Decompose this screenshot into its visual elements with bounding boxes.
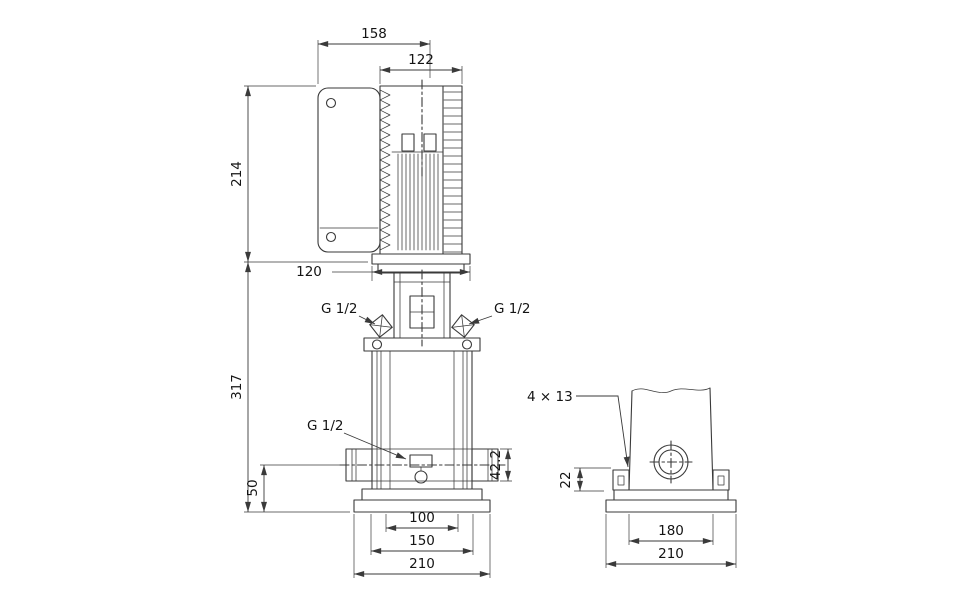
side-base [605, 489, 737, 513]
dim-42-label: 42.2 [488, 450, 504, 480]
holes-leader [576, 395, 630, 468]
side-base-plate [605, 499, 737, 513]
dim-210-main-label: 210 [409, 556, 435, 572]
motor-stool [371, 253, 471, 347]
motor-flange-plate [371, 253, 471, 265]
side-base-block [613, 489, 729, 501]
dim-317-label: 317 [229, 374, 245, 400]
base-plate [353, 499, 491, 513]
pump-cylinder [371, 350, 473, 490]
gauge-port-right [451, 314, 475, 338]
gauge-right-leader [468, 315, 493, 325]
dim-210-side-label: 210 [658, 546, 684, 562]
motor-body [379, 79, 463, 255]
front-view [317, 79, 506, 513]
side-view [605, 387, 737, 513]
gauge-plug-left [369, 314, 393, 338]
staybolts [376, 350, 468, 490]
drain-label: G 1/2 [307, 418, 343, 434]
dim-210-side-extension-lines [605, 514, 737, 568]
gauge-left-leader [358, 315, 376, 325]
motor-cooling-fins [443, 91, 463, 253]
foot-tab-left [612, 469, 630, 491]
motor-outline [379, 85, 463, 255]
dimensions: 158 122 214 120 317 G 1/2 G 1/2 G 1/2 50 [229, 26, 737, 578]
gauge-left-label: G 1/2 [321, 301, 357, 317]
dim-100-label: 100 [409, 510, 435, 526]
break-line [631, 387, 711, 393]
motor-gasket-zigzag [379, 89, 391, 251]
cable-gland-right [423, 133, 437, 152]
dim-150-label: 150 [409, 533, 435, 549]
foot-bolt-hole-right [717, 475, 725, 486]
pump-base [353, 488, 491, 513]
gauge-plug-left-cross [369, 314, 393, 338]
gauge-right-label: G 1/2 [494, 301, 530, 317]
dim-158-label: 158 [361, 26, 387, 42]
drain-plug-head [414, 470, 428, 484]
staybolt-nut-right [461, 339, 473, 350]
sleeve-outline [371, 350, 473, 490]
foot-bolt-hole-left [617, 475, 625, 486]
dim-50-label: 50 [245, 479, 261, 496]
motor-terminal-box [317, 87, 381, 253]
fan-cover-slots [397, 153, 439, 251]
terminal-box-screw-top [325, 97, 337, 109]
dim-214-label: 214 [229, 161, 245, 187]
dim-120-label: 120 [296, 264, 322, 280]
terminal-box-screw-bottom [325, 231, 337, 243]
dim-180-label: 180 [658, 523, 684, 539]
cable-gland-left [401, 133, 415, 152]
base-block [361, 488, 483, 501]
holes-label: 4 × 13 [527, 389, 573, 405]
drain-plug [409, 454, 433, 484]
inner-sleeve-lines [389, 350, 455, 490]
port-boss-lines [371, 448, 473, 482]
drain-leader [343, 432, 407, 460]
dim-122-extension-lines [379, 66, 463, 84]
lantern-windows [399, 272, 445, 339]
terminal-box-outline [317, 87, 381, 253]
dim-210-main-extension-lines [353, 514, 491, 578]
side-port-centerlines [649, 440, 693, 484]
gauge-plug-right-cross [451, 314, 475, 338]
dim-214-extension-lines [244, 85, 368, 263]
staybolt-nut-left [371, 339, 383, 350]
gauge-plug-right [451, 314, 475, 338]
foot-tab-right [712, 469, 730, 491]
dim-22-label: 22 [558, 471, 574, 488]
gauge-port-left [369, 314, 393, 338]
dim-122-label: 122 [408, 52, 434, 68]
